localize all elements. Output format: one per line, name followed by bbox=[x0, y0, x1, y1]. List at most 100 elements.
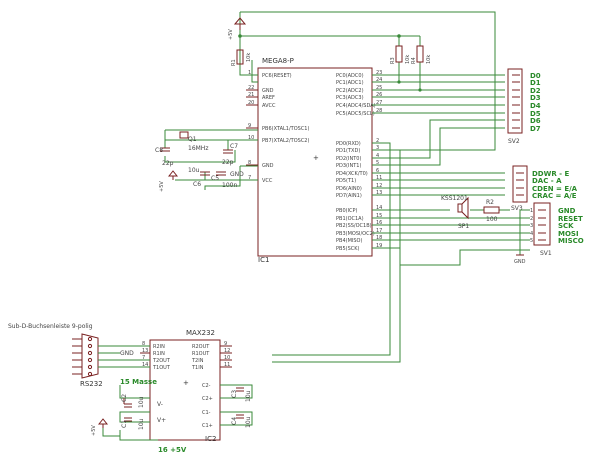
rs232-ref: RS232 bbox=[80, 380, 103, 388]
c2-ref: C2 bbox=[121, 394, 128, 402]
resistor-r4[interactable]: R4 10k bbox=[411, 45, 432, 64]
sv1-pin-num: 2 bbox=[530, 216, 533, 222]
ic1-left-pin-label: AREF bbox=[262, 95, 275, 101]
ic2-origin-mark: + bbox=[183, 379, 189, 387]
ic1-ref: IC1 bbox=[258, 256, 269, 264]
ic1-right-pin-num: 2 bbox=[376, 138, 379, 144]
connector-sv3[interactable]: SV3 bbox=[511, 165, 528, 212]
ic1-right-pin-label: PB0(ICP) bbox=[336, 208, 358, 214]
ic1-right-pin-label: PC1(ADC1) bbox=[336, 80, 364, 86]
ic1-mega8[interactable]: MEGA8-P IC1 + bbox=[257, 57, 373, 264]
ic1-right-pin-num: 5 bbox=[376, 160, 379, 166]
sv3-pin-label: DDWR - E bbox=[532, 170, 570, 178]
capacitor-c7[interactable]: C7 22p bbox=[222, 143, 238, 166]
r3-value: 10k bbox=[405, 55, 411, 64]
ic1-right-pin-num: 3 bbox=[376, 145, 379, 151]
connector-sv2[interactable]: SV2 bbox=[507, 68, 523, 145]
capacitor-c4[interactable]: C4 10u bbox=[231, 414, 252, 428]
ic1-right-pin-label: PB4(MISO) bbox=[336, 238, 362, 244]
rs232-title: Sub-D-Buchsenleiste 9-polig bbox=[8, 323, 93, 330]
ic1-right-pin-label: PD3(INT1) bbox=[336, 163, 361, 169]
ic1-left-pin-num: 21 bbox=[248, 92, 254, 98]
ic1-right-pin-num: 25 bbox=[376, 85, 382, 91]
crystal-q1[interactable]: Q1 16MHz bbox=[179, 131, 208, 152]
c6-value: 10u bbox=[188, 167, 200, 174]
sv3-ref: SV3 bbox=[511, 205, 523, 212]
resistor-r2[interactable]: R2 100 bbox=[483, 199, 500, 223]
rs232-connector[interactable]: RS232 bbox=[80, 333, 103, 388]
max232-right-pin-num: 12 bbox=[224, 348, 230, 354]
rs232-pin-socket bbox=[87, 336, 93, 342]
ic1-right-pin-label: PB2(SS/OC1B) bbox=[336, 223, 372, 229]
c7-ref: C7 bbox=[230, 143, 238, 150]
max232-vminus: V- bbox=[157, 401, 163, 408]
r4-value: 10k bbox=[426, 55, 432, 64]
ic1-origin-mark: + bbox=[313, 154, 319, 162]
sv1-pin-num: 4 bbox=[530, 231, 533, 237]
sv1-pin-label: GND bbox=[558, 207, 576, 215]
q1-value: 16MHz bbox=[188, 145, 208, 152]
ic1-right-pin-num: 15 bbox=[376, 213, 382, 219]
ic2-max232[interactable]: MAX232 IC2 + bbox=[149, 329, 221, 443]
c2-value: 10u bbox=[138, 396, 145, 408]
capacitor-c1[interactable]: C1 10u bbox=[121, 417, 145, 430]
ic1-right-pin-num: 23 bbox=[376, 70, 382, 76]
ic1-right-pin-num: 24 bbox=[376, 77, 382, 83]
capacitor-c6[interactable]: C6 10u bbox=[188, 167, 210, 188]
resistor-r3[interactable]: R3 10k bbox=[390, 45, 411, 64]
ic1-right-pin-label: PB1(OC1A) bbox=[336, 216, 364, 222]
ic1-right-pin-num: 17 bbox=[376, 228, 382, 234]
sv2-pin-label: D4 bbox=[530, 102, 541, 110]
sv1-pin-label: MOSI bbox=[558, 230, 579, 238]
speaker-sp1[interactable]: KSS1201 SP1 bbox=[441, 195, 469, 230]
connector-sv1[interactable]: SV1 bbox=[533, 202, 552, 257]
ic1-right-pin-label: PC5(ADC5/SCL) bbox=[336, 111, 375, 117]
max232-left-pin-label: R1IN bbox=[153, 351, 165, 357]
r3-ref: R3 bbox=[390, 57, 396, 64]
ic1-right-pin-label: PB5(SCK) bbox=[336, 246, 360, 252]
capacitor-c2[interactable]: C2 10u bbox=[121, 394, 145, 408]
ic1-right-pin-label: PD5(T1) bbox=[336, 178, 356, 184]
sv1-ref: SV1 bbox=[540, 250, 552, 257]
ic1-left-pin-label: GND bbox=[262, 88, 274, 94]
plus5v-label-bottom: +5V bbox=[91, 425, 97, 436]
max232-left-pin-label: T1OUT bbox=[152, 365, 171, 371]
capacitor-c5[interactable]: C5 100n bbox=[211, 171, 237, 189]
c8-ref: C8 bbox=[155, 147, 163, 154]
sv2-pin-label: D2 bbox=[530, 87, 541, 95]
sp1-ref: SP1 bbox=[458, 223, 469, 230]
vcc-top-symbol: +5V bbox=[228, 17, 247, 40]
ic1-right-pin-num: 18 bbox=[376, 235, 382, 241]
c8-value: 22p bbox=[162, 160, 174, 167]
ic1-right-pin-num: 12 bbox=[376, 183, 382, 189]
sv2-pin-label: D3 bbox=[530, 94, 541, 102]
capacitor-c8[interactable]: C8 22p bbox=[155, 147, 174, 167]
resistor-r1[interactable]: R1 10k bbox=[231, 49, 252, 66]
c7-value: 22p bbox=[222, 159, 234, 166]
rs232-gnd: GND bbox=[120, 350, 134, 357]
ic1-right-pin-label: PD6(AIN0) bbox=[336, 186, 362, 192]
capacitor-c3[interactable]: C3 10u bbox=[231, 387, 252, 402]
r2-value: 100 bbox=[486, 216, 498, 223]
max232-right-pin-num: 9 bbox=[224, 341, 227, 347]
ic1-right-pin-num: 16 bbox=[376, 220, 382, 226]
max232-cap-pin-label: C2+ bbox=[202, 396, 213, 402]
sv2-pin-label: D5 bbox=[530, 110, 541, 118]
ic1-left-pin-label: AVCC bbox=[262, 103, 276, 109]
sv2-pin-label: D0 bbox=[530, 72, 541, 80]
c1-value: 10u bbox=[138, 418, 145, 430]
r2-ref: R2 bbox=[486, 199, 494, 206]
rs232-pin-socket bbox=[87, 364, 93, 370]
max232-cap-pin-label: C1- bbox=[202, 410, 211, 416]
max232-plus5: 16 +5V bbox=[158, 446, 187, 454]
max232-cap-pins: C2-C2+C1-C1+ bbox=[202, 383, 213, 429]
ic1-right-pin-num: 11 bbox=[376, 175, 382, 181]
c4-ref: C4 bbox=[231, 417, 238, 425]
rs232-pins bbox=[72, 336, 93, 377]
ground-symbol-sv1: GND bbox=[514, 254, 526, 265]
max232-left-pin-num: 14 bbox=[142, 362, 148, 368]
ic1-left-pin-num: 22 bbox=[248, 85, 254, 91]
sv1-pin-label: SCK bbox=[558, 222, 574, 230]
